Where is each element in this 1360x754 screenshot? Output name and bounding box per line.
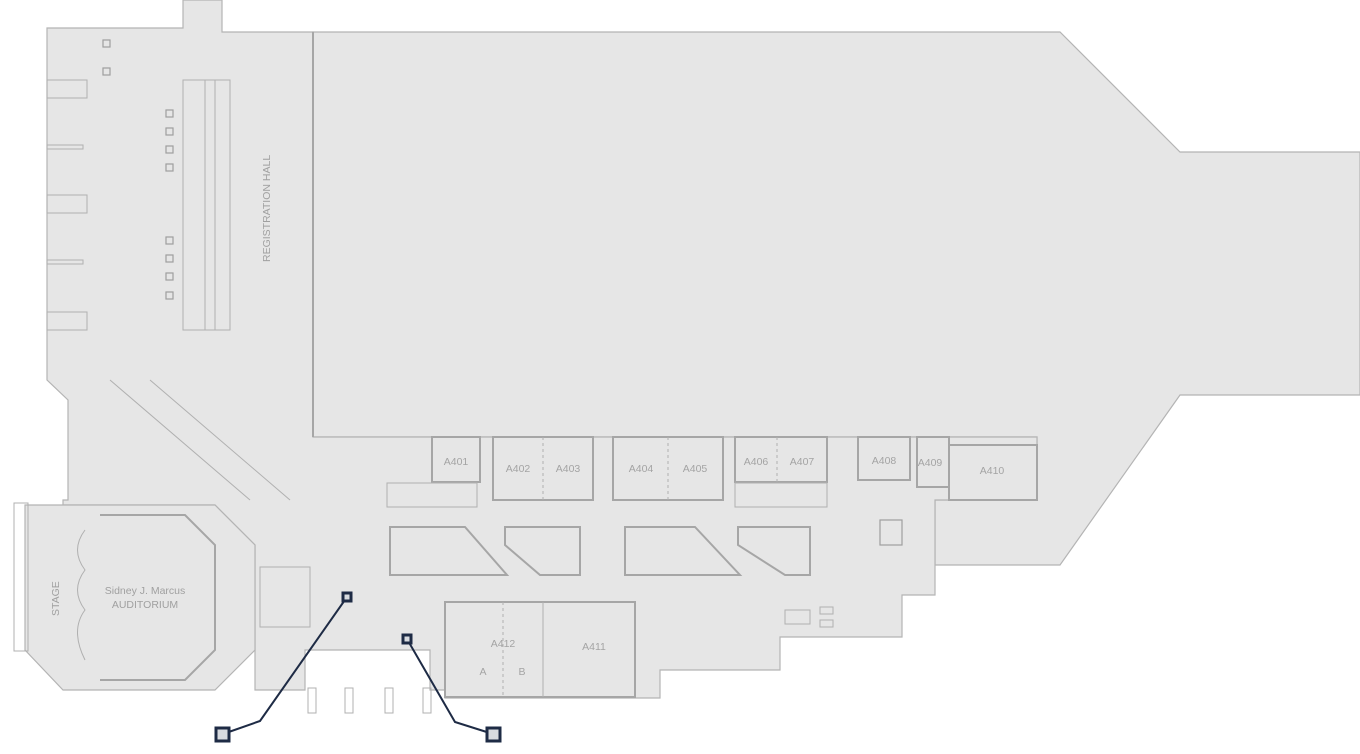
auditorium[interactable] [24, 504, 256, 691]
room-a404[interactable]: A404 [629, 463, 654, 475]
room-a409[interactable]: A409 [918, 457, 943, 469]
room-a411[interactable]: A411 [582, 641, 606, 653]
auditorium-name-label: Sidney J. Marcus [105, 585, 186, 597]
auditorium-curtain [77, 529, 86, 661]
lower-rooms [307, 601, 834, 714]
entrance-vestibules [46, 79, 88, 331]
room-a403[interactable]: A403 [556, 463, 581, 475]
room-a402[interactable]: A402 [506, 463, 531, 475]
room-a407[interactable]: A407 [790, 456, 815, 468]
registration-desk-inner [204, 79, 216, 331]
room-a412-b[interactable]: B [518, 666, 525, 678]
registration-hall-label: REGISTRATION HALL [261, 155, 273, 262]
auditorium-label: AUDITORIUM [112, 599, 178, 611]
callout-marker-right[interactable] [401, 633, 502, 743]
stage-label: STAGE [50, 581, 62, 616]
callout-marker-left[interactable] [214, 591, 353, 743]
auditorium-seating-wall [100, 514, 216, 681]
room-a406[interactable]: A406 [744, 456, 769, 468]
room-a412-a[interactable]: A [479, 666, 486, 678]
meeting-rooms-row [386, 436, 1038, 546]
room-a412[interactable]: A412 [491, 638, 516, 650]
registration-kiosks [102, 39, 174, 300]
stage-area [13, 502, 29, 652]
room-a401[interactable]: A401 [444, 456, 469, 468]
room-a408[interactable]: A408 [872, 455, 897, 467]
concourse-islands [259, 526, 811, 628]
room-a405[interactable]: A405 [683, 463, 708, 475]
room-a410[interactable]: A410 [980, 465, 1005, 477]
